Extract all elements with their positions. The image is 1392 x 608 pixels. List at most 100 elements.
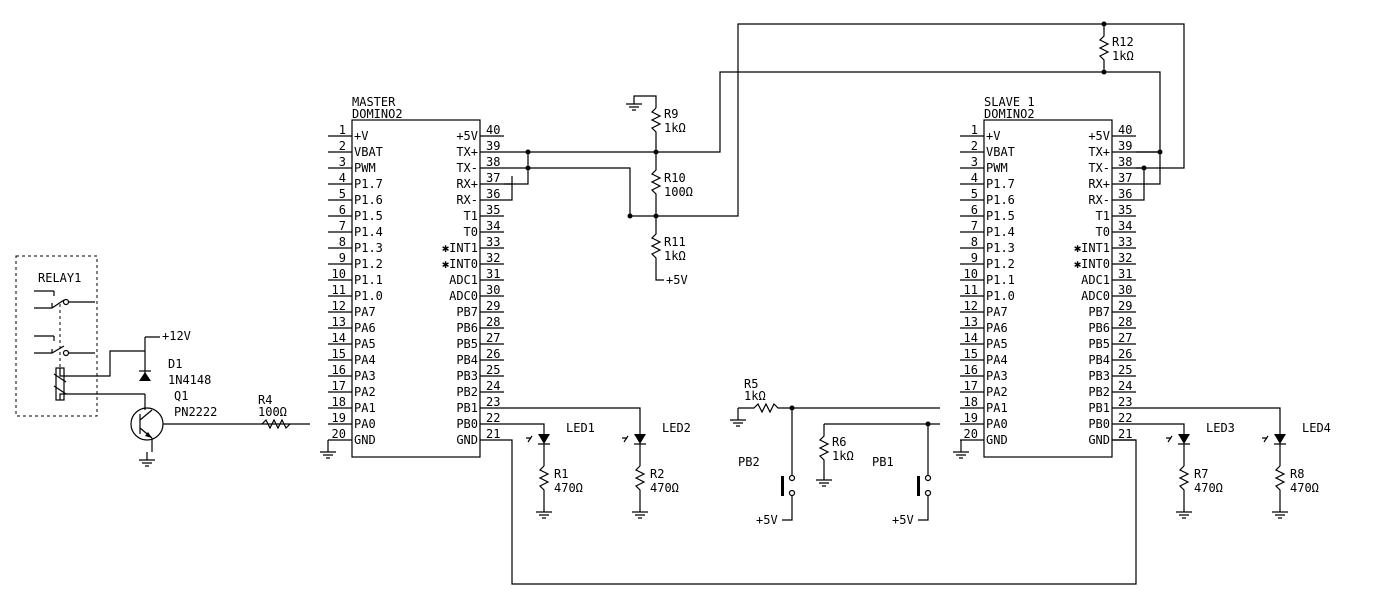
master-pin-name: P1.3 — [354, 241, 383, 255]
slave-pin-name: T0 — [1096, 225, 1110, 239]
slave-pin-name: PA7 — [986, 305, 1008, 319]
slave-pin-name: PA2 — [986, 385, 1008, 399]
master-pin-name: PA7 — [354, 305, 376, 319]
r11-supply: +5V — [666, 273, 688, 287]
master-pin-number: 37 — [486, 171, 500, 185]
master-pin-name: PB0 — [456, 417, 478, 431]
master-pin-name: T0 — [464, 225, 478, 239]
master-pin-name: GND — [456, 433, 478, 447]
pb2-label: PB2 — [738, 455, 760, 469]
supply-12v-label: +12V — [162, 329, 191, 343]
master-pin20-ground — [320, 440, 336, 459]
slave-pin-number: 13 — [964, 315, 978, 329]
slave-pin-number: 10 — [964, 267, 978, 281]
master-pin-number: 12 — [332, 299, 346, 313]
master-pin-number: 30 — [486, 283, 500, 297]
master-pin-number: 32 — [486, 251, 500, 265]
master-pin-number: 34 — [486, 219, 500, 233]
resistor-r8: R8 470Ω — [1272, 465, 1319, 519]
slave-pin-number: 8 — [971, 235, 978, 249]
master-pin-name: P1.7 — [354, 177, 383, 191]
master-pin-number: 10 — [332, 267, 346, 281]
master-pin-number: 16 — [332, 363, 346, 377]
slave-pin-name: P1.2 — [986, 257, 1015, 271]
led2-label: LED2 — [662, 421, 691, 435]
slave-pin-number: 36 — [1118, 187, 1132, 201]
slave-pin-name: +5V — [1088, 129, 1110, 143]
master-pin-number: 18 — [332, 395, 346, 409]
slave-pin-name: P1.4 — [986, 225, 1015, 239]
slave-pin-name: GND — [986, 433, 1008, 447]
slave-pin-number: 9 — [971, 251, 978, 265]
master-pin-number: 14 — [332, 331, 346, 345]
slave-pin-number: 20 — [964, 427, 978, 441]
master-pin-name: +V — [354, 129, 368, 143]
slave-pin-number: 23 — [1118, 395, 1132, 409]
slave-pin-name: RX- — [1088, 193, 1110, 207]
slave-pin-number: 2 — [971, 139, 978, 153]
slave-pin-name: PB3 — [1088, 369, 1110, 383]
slave-pin-number: 31 — [1118, 267, 1132, 281]
slave-pin-number: 25 — [1118, 363, 1132, 377]
slave-pin-name: TX- — [1088, 161, 1110, 175]
slave-pin-name: PB6 — [1088, 321, 1110, 335]
slave-pin-name: PB2 — [1088, 385, 1110, 399]
master-pin-number: 27 — [486, 331, 500, 345]
pb2-supply: +5V — [756, 513, 778, 527]
r6-label: R6 — [832, 435, 846, 449]
resistor-r11: R11 1kΩ +5V — [650, 216, 688, 287]
r7-value: 470Ω — [1194, 481, 1223, 495]
slave-pin-name: PB0 — [1088, 417, 1110, 431]
r12-value: 1kΩ — [1112, 49, 1134, 63]
led3-label: LED3 — [1206, 421, 1235, 435]
slave-pin-name: TX+ — [1088, 145, 1110, 159]
master-pin-name: P1.2 — [354, 257, 383, 271]
master-pin-name: PB2 — [456, 385, 478, 399]
resistor-r7: R7 470Ω — [1176, 465, 1223, 519]
slave-pin-number: 35 — [1118, 203, 1132, 217]
master-pin-name: ✱INT0 — [442, 257, 478, 271]
slave-pin-number: 1 — [971, 123, 978, 137]
slave-pin-name: PWM — [986, 161, 1008, 175]
slave-pin-number: 40 — [1118, 123, 1132, 137]
master-pin-name: P1.0 — [354, 289, 383, 303]
r8-label: R8 — [1290, 467, 1304, 481]
diode-d1: D1 1N4148 — [139, 357, 211, 387]
pb1-supply: +5V — [892, 513, 914, 527]
slave-pin-name: PA5 — [986, 337, 1008, 351]
slave-pin-number: 33 — [1118, 235, 1132, 249]
slave-pin-name: PB7 — [1088, 305, 1110, 319]
r2-label: R2 — [650, 467, 664, 481]
slave-pin-name: P1.3 — [986, 241, 1015, 255]
slave-pin-number: 4 — [971, 171, 978, 185]
master-bus-wiring — [504, 23, 1104, 219]
slave-pin-name: RX+ — [1088, 177, 1110, 191]
master-pin-name: PA1 — [354, 401, 376, 415]
slave-pin-number: 17 — [964, 379, 978, 393]
slave-pin-number: 38 — [1118, 155, 1132, 169]
resistor-r2: R2 470Ω — [632, 465, 679, 519]
master-pin-name: TX- — [456, 161, 478, 175]
q1-label: Q1 — [174, 389, 188, 403]
master-pin-name: PB3 — [456, 369, 478, 383]
slave-pin-number: 30 — [1118, 283, 1132, 297]
slave-led-wiring — [1136, 407, 1281, 434]
master-pin-number: 29 — [486, 299, 500, 313]
master-pin-number: 25 — [486, 363, 500, 377]
slave-pin-name: P1.1 — [986, 273, 1015, 287]
master-pin-name: P1.5 — [354, 209, 383, 223]
r2-value: 470Ω — [650, 481, 679, 495]
slave-pin-number: 24 — [1118, 379, 1132, 393]
resistor-r9: R9 1kΩ — [650, 107, 686, 152]
slave-pin-name: P1.5 — [986, 209, 1015, 223]
slave-pin-name: +V — [986, 129, 1000, 143]
r12-label: R12 — [1112, 35, 1134, 49]
slave-pin-number: 21 — [1118, 427, 1132, 441]
master-pin-name: P1.6 — [354, 193, 383, 207]
master-pin-number: 23 — [486, 395, 500, 409]
slave-pin-name: P1.6 — [986, 193, 1015, 207]
r4-value: 100Ω — [258, 405, 287, 419]
